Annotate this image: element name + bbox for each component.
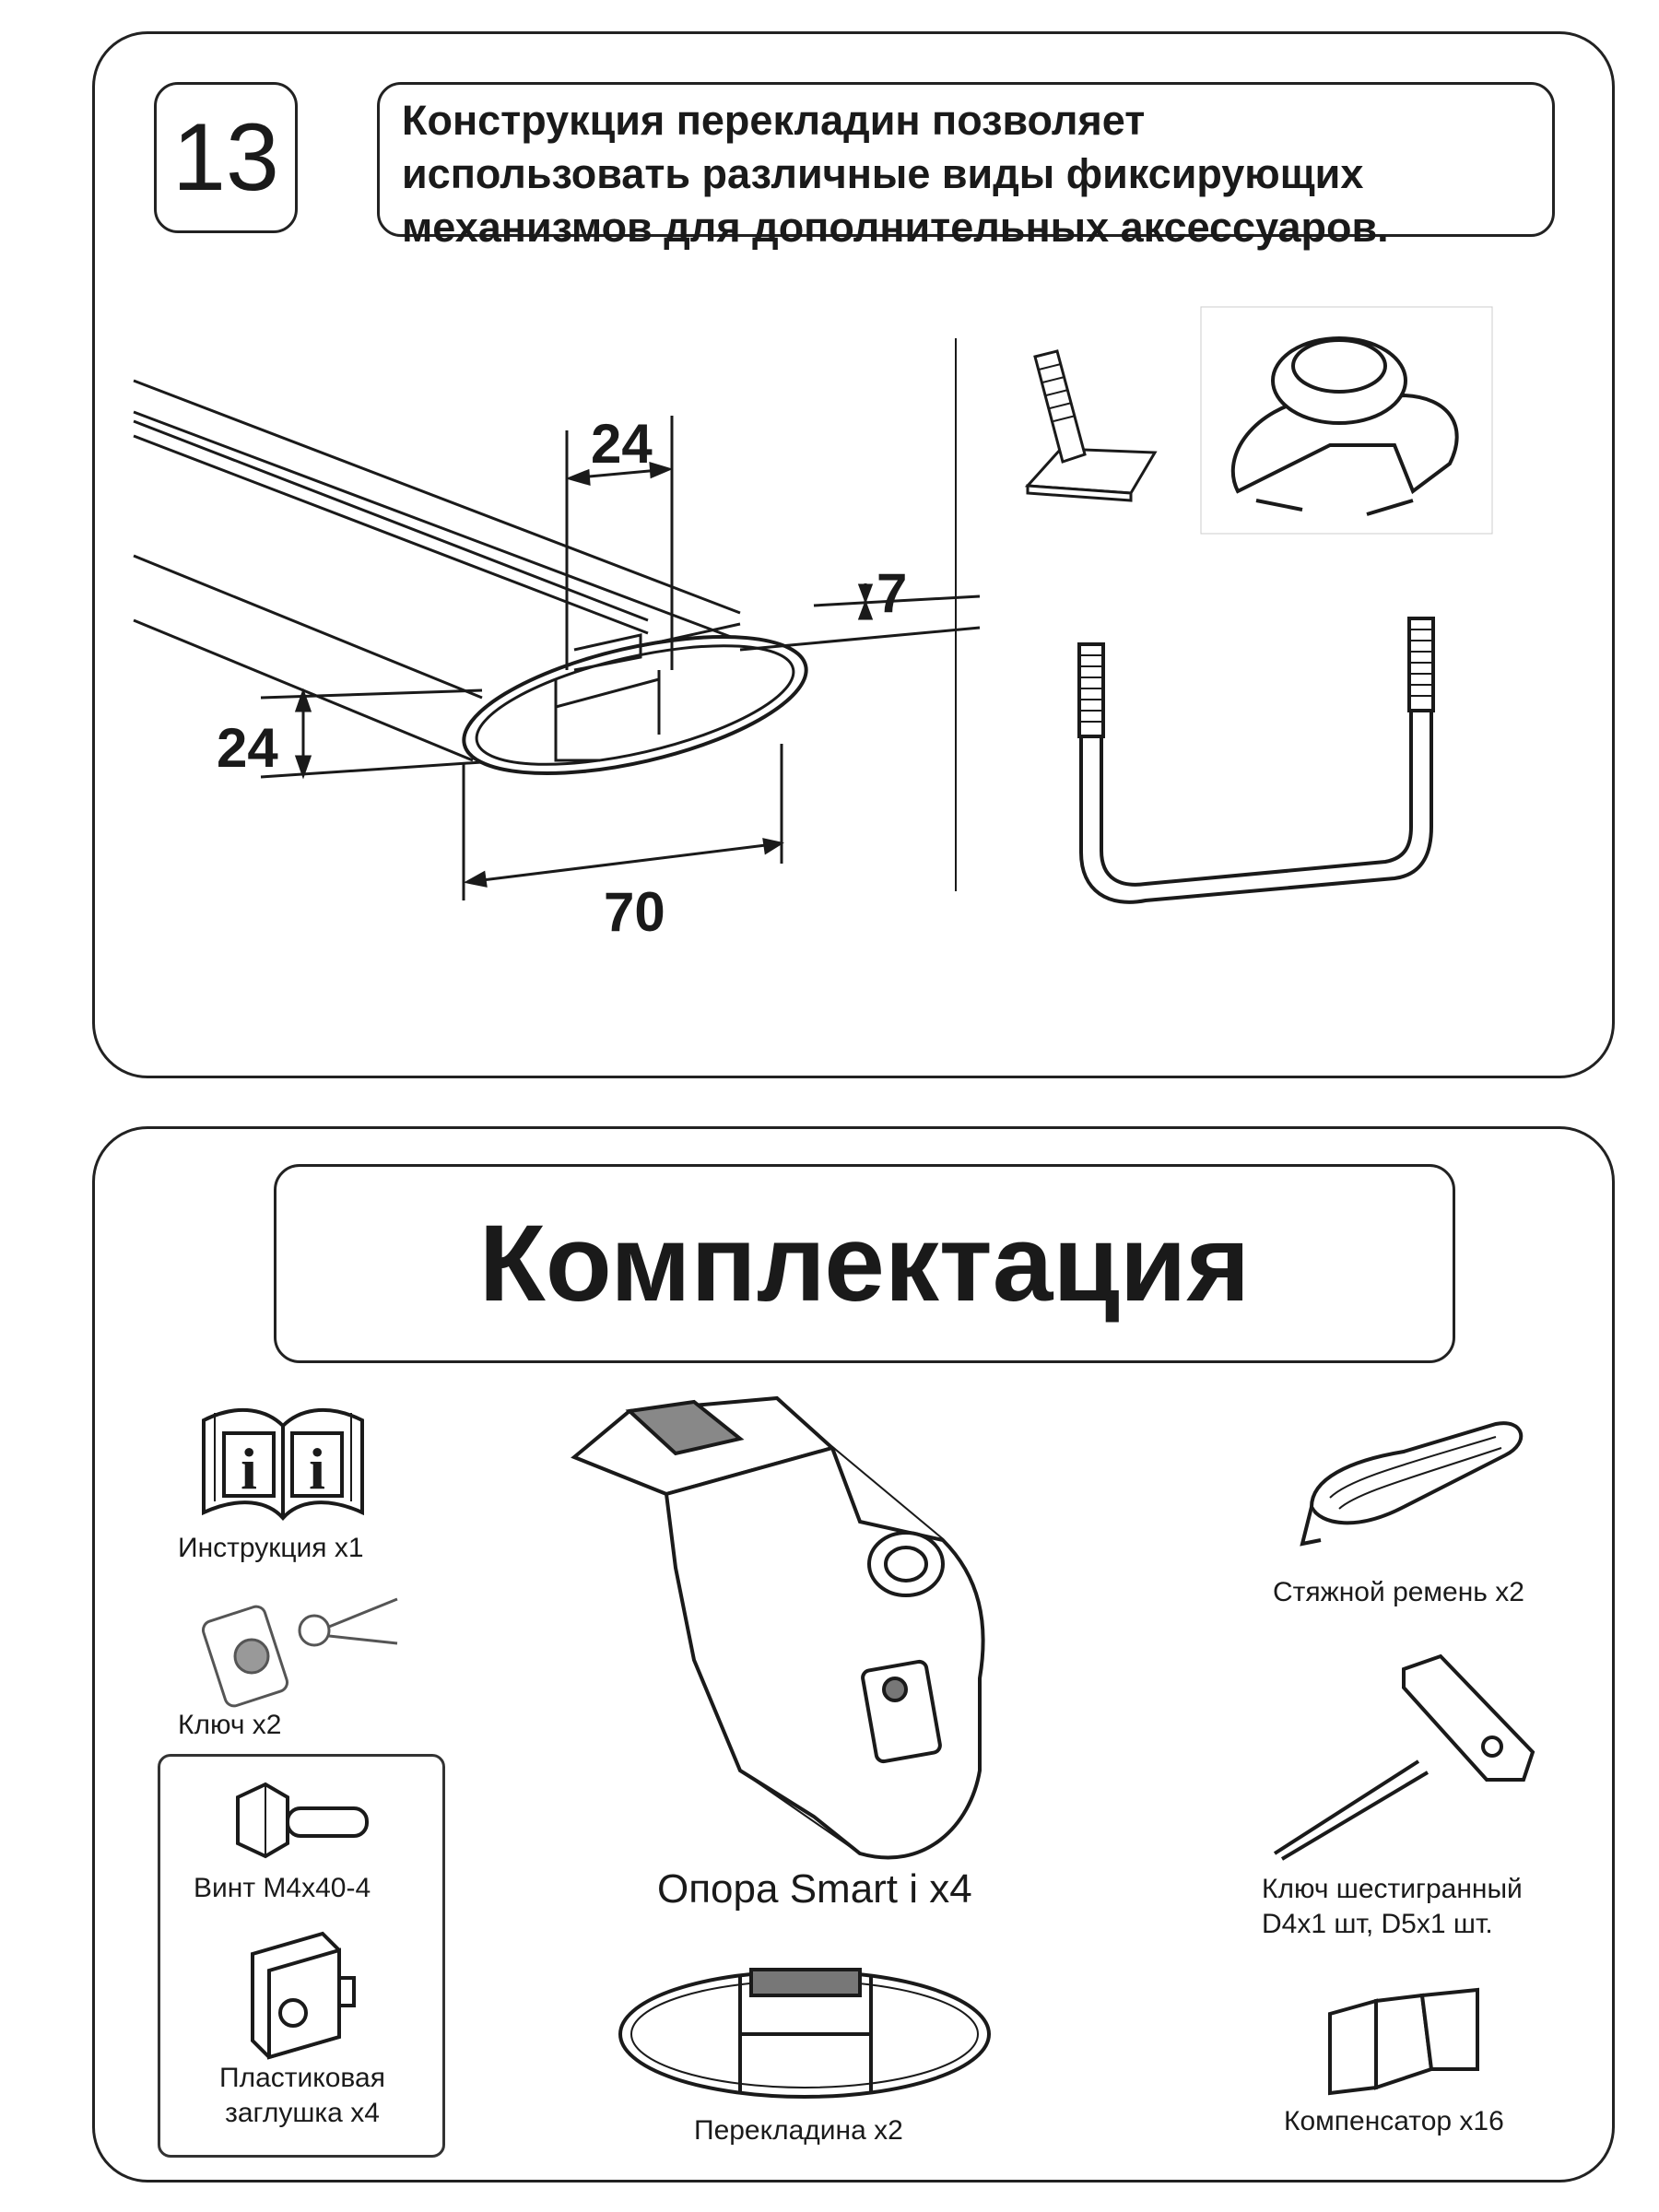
dim-height: 24 — [217, 717, 278, 779]
fasteners-group: Винт М4х40-4 Пластиковая заглушка х4 — [158, 1754, 445, 2158]
svg-text:i: i — [241, 1436, 257, 1501]
u-bolt-image — [1077, 617, 1435, 904]
clamp-knob-image — [1200, 306, 1493, 535]
label-key: Ключ х2 — [178, 1710, 282, 1740]
label-screw: Винт М4х40-4 — [194, 1873, 371, 1903]
note-line-3: механизмов для дополнительных аксессуаро… — [402, 204, 1389, 251]
crossbar-profile-drawing — [133, 338, 981, 900]
compensator-image — [1328, 1987, 1479, 2096]
plastic-plug-icon — [251, 1931, 356, 2060]
kit-title: Комплектация — [274, 1164, 1455, 1363]
svg-text:i: i — [309, 1436, 325, 1501]
smart-support-image — [571, 1395, 985, 1860]
hex-key-image — [1273, 1653, 1535, 1861]
label-crossbar: Перекладина х2 — [694, 2115, 903, 2146]
label-compensator: Компенсатор х16 — [1284, 2106, 1504, 2136]
label-plug-1: Пластиковая — [219, 2063, 385, 2093]
label-plug-2: заглушка х4 — [225, 2098, 380, 2128]
dim-slot-width: 24 — [591, 413, 653, 475]
label-support: Опора Smart i x4 — [657, 1866, 972, 1912]
crossbar-profile-image — [618, 1968, 991, 2099]
label-hex-key-2: D4x1 шт, D5х1 шт. — [1262, 1909, 1493, 1939]
note-line-2: использовать различные виды фиксирующих — [402, 150, 1364, 197]
keys-icon — [201, 1597, 398, 1708]
screw-icon — [236, 1782, 369, 1859]
step-13-panel: 13 Конструкция перекладин позволяет испо… — [92, 31, 1615, 1078]
dim-slot-depth: 7 — [877, 562, 908, 624]
step-note: Конструкция перекладин позволяет использ… — [377, 82, 1555, 251]
label-instruction: Инструкция х1 — [178, 1533, 364, 1563]
step-number: 13 — [154, 82, 298, 233]
dim-width: 70 — [604, 881, 665, 943]
strap-image — [1300, 1421, 1524, 1547]
note-line-1: Конструкция перекладин позволяет — [402, 97, 1146, 144]
kit-contents-panel: Комплектация i i Инструкция х1 Ключ х2 — [92, 1126, 1615, 2183]
instruction-book-icon: i i — [202, 1407, 364, 1522]
t-bolt-image — [1024, 349, 1158, 502]
label-hex-key-1: Ключ шестигранный — [1262, 1874, 1523, 1904]
label-strap: Стяжной ремень х2 — [1273, 1577, 1524, 1607]
